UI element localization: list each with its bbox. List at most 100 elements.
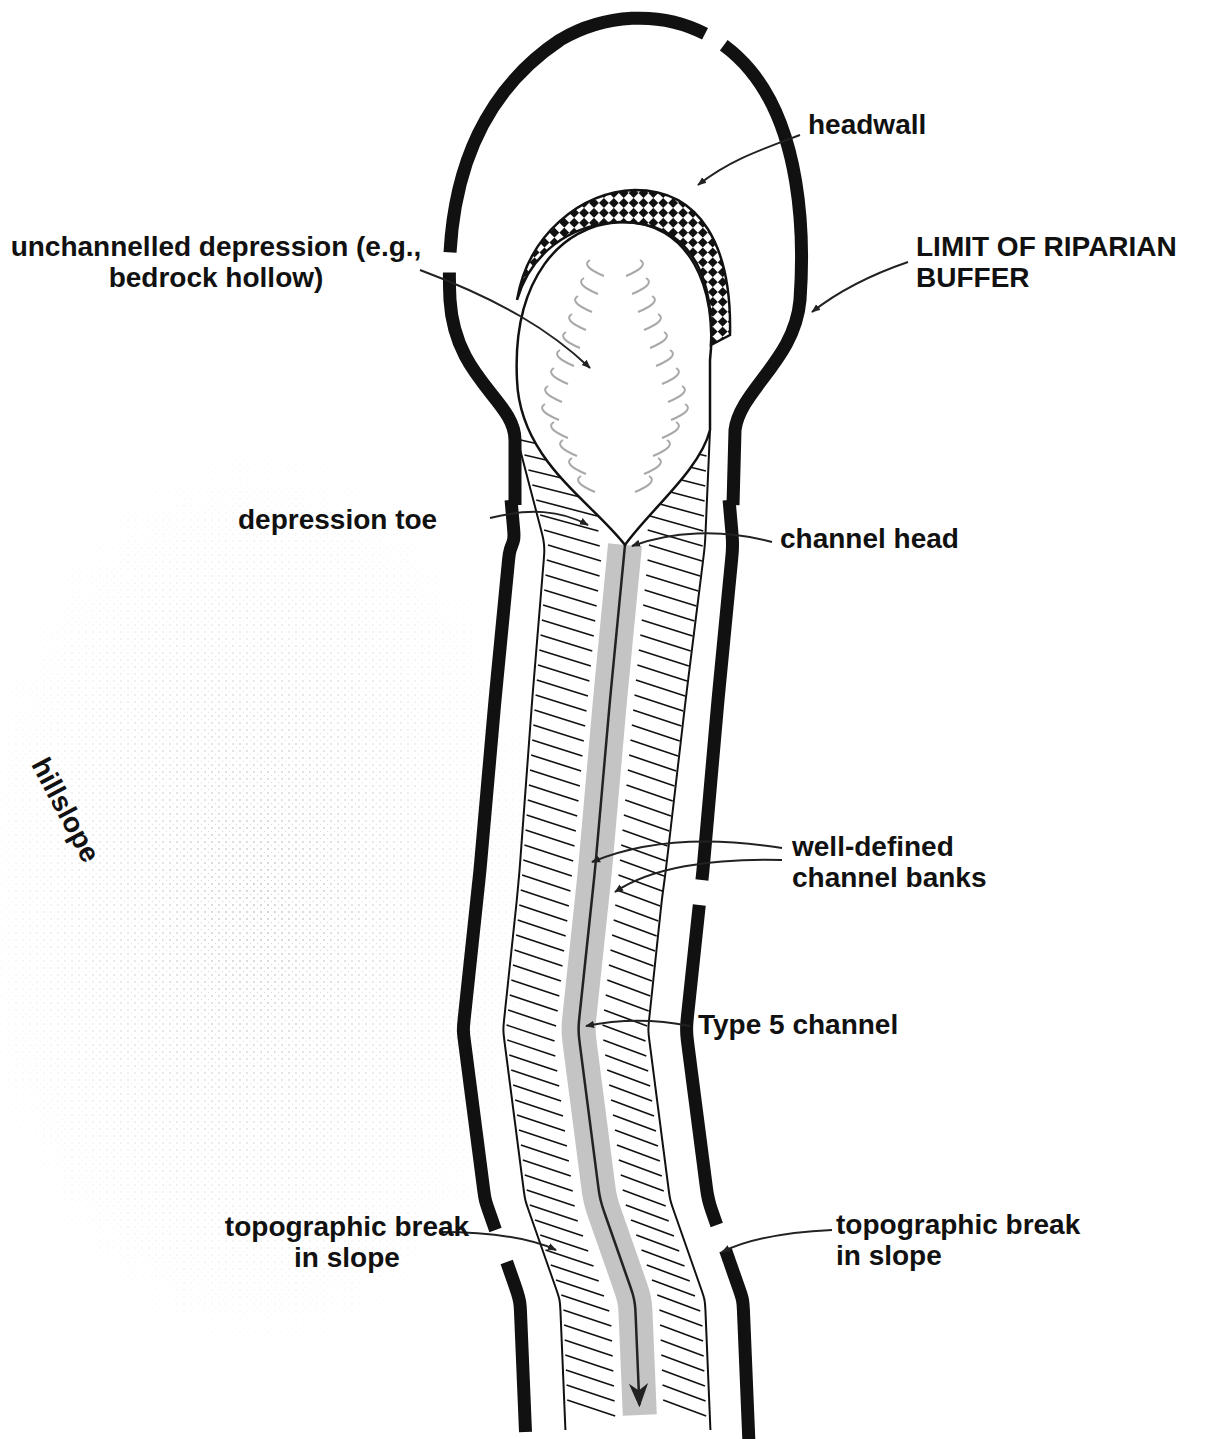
bank-hatch	[544, 590, 596, 606]
bank-hatch	[509, 1055, 557, 1071]
bank-hatch	[565, 1340, 613, 1356]
bank-hatch	[609, 1085, 652, 1101]
bank-hatch	[538, 665, 589, 681]
bank-hatch	[606, 995, 649, 1011]
bank-hatch	[521, 1145, 569, 1161]
leaders	[420, 135, 908, 1252]
bank-hatch	[649, 545, 702, 561]
bank-hatch	[518, 920, 566, 936]
bank-hatch	[640, 635, 690, 651]
bank-hatch	[648, 560, 701, 576]
bank-hatch	[646, 575, 698, 591]
unchannelled-depression	[517, 222, 712, 545]
bank-hatch	[618, 875, 662, 891]
bank-hatch	[527, 1190, 575, 1206]
bank-hatch	[637, 665, 687, 681]
bank-hatch	[519, 905, 567, 921]
bank-hatch	[515, 1100, 563, 1116]
bank-hatch	[524, 845, 573, 861]
buffer-limit	[507, 1262, 526, 1432]
bank-hatch	[660, 1325, 703, 1341]
bank-hatch	[541, 635, 593, 651]
bank-hatch	[633, 710, 681, 726]
callout-label: well-defined channel banks	[792, 832, 1062, 894]
bank-hatch	[629, 755, 676, 771]
buffer-limit	[726, 1250, 749, 1439]
bank-hatch	[548, 545, 601, 561]
bank-hatch	[604, 1010, 647, 1026]
hillslope-stipple	[0, 420, 560, 1400]
bank-hatch	[614, 920, 657, 936]
bank-hatch	[556, 1280, 604, 1296]
buffer-limit	[687, 905, 717, 1225]
bank-hatch	[624, 815, 669, 831]
bank-hatch	[511, 980, 559, 996]
callout-label: topographic break in slope	[836, 1210, 1086, 1272]
bank-hatch	[566, 1370, 614, 1386]
bank-hatch	[661, 1340, 704, 1356]
bank-hatch	[617, 1145, 660, 1161]
bank-hatch	[657, 1295, 700, 1311]
bank-hatch	[561, 1295, 609, 1311]
callout-label: unchannelled depression (e.g., bedrock h…	[6, 232, 426, 294]
channel	[463, 430, 748, 1439]
bank-hatch	[642, 620, 693, 636]
bank-hatch	[625, 800, 671, 816]
callout-label: topographic break in slope	[222, 1212, 472, 1274]
bank-hatch	[516, 935, 564, 951]
bank-hatch	[607, 1070, 650, 1086]
bank-hatch	[547, 560, 600, 576]
bank-hatch	[607, 980, 650, 996]
bank-hatch	[567, 1385, 615, 1401]
bank-hatch	[515, 950, 563, 966]
callout-label: depression toe	[238, 505, 488, 536]
bank-hatch	[540, 1235, 588, 1251]
bank-hatch	[603, 1040, 646, 1056]
bank-hatch	[627, 785, 673, 801]
buffer-limit	[702, 500, 733, 880]
bank-hatch	[613, 1115, 656, 1131]
bank-hatch	[531, 755, 581, 771]
bank-hatch	[564, 1325, 612, 1341]
bank-hatch	[507, 1025, 555, 1041]
bank-hatch	[646, 515, 703, 531]
bank-hatch	[537, 680, 588, 696]
bank-hatch	[536, 695, 587, 711]
bank-hatch	[522, 875, 570, 891]
bank-hatch	[647, 1265, 690, 1281]
callout-label: Type 5 channel	[698, 1010, 958, 1041]
bank-hatch	[523, 860, 572, 876]
bank-hatch	[546, 575, 599, 591]
bank-hatch	[533, 725, 583, 741]
headwall	[517, 190, 730, 345]
bank-hatch	[529, 785, 579, 801]
bank-hatch	[507, 1040, 555, 1056]
bank-hatch	[534, 710, 585, 726]
bank-hatch	[563, 1310, 611, 1326]
bank-hatch	[615, 1130, 658, 1146]
bank-hatch	[543, 605, 595, 621]
bank-hatch	[617, 890, 660, 906]
callout-label: LIMIT OF RIPARIAN BUFFER	[916, 232, 1222, 294]
bank-hatch	[611, 950, 654, 966]
bank-hatch	[643, 605, 694, 621]
callout-label: headwall	[808, 110, 1008, 141]
bank-hatch	[530, 770, 580, 786]
bank-hatch	[523, 1160, 571, 1176]
bank-hatch	[630, 740, 678, 756]
bank-hatch	[513, 965, 561, 981]
bank-hatch	[611, 1100, 654, 1116]
bank-hatch	[546, 1250, 594, 1266]
bank-hatch	[623, 1190, 666, 1206]
bank-hatch	[567, 1400, 615, 1416]
bank-hatch	[642, 1250, 685, 1266]
bank-hatch	[663, 1400, 706, 1416]
bank-hatch	[662, 1370, 705, 1386]
bank-hatch	[519, 1130, 567, 1146]
bank-hatch	[544, 530, 600, 546]
bank-hatch	[517, 1115, 565, 1131]
bank-hatch	[661, 1355, 704, 1371]
bank-hatch	[621, 1175, 664, 1191]
bank-hatch	[626, 1205, 669, 1221]
